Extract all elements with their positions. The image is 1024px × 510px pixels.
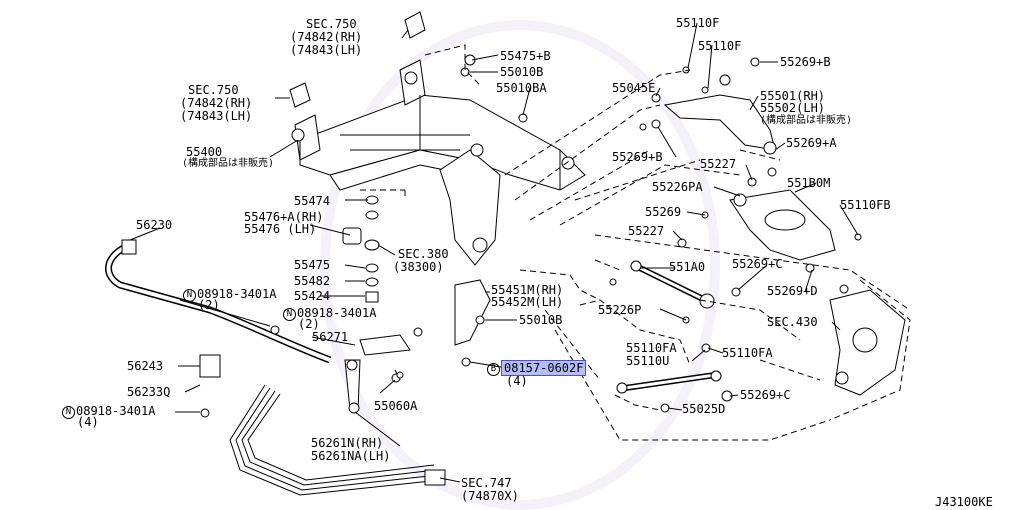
n-badge-icon: N (183, 289, 196, 302)
part-55269d[interactable]: 55269+D (767, 284, 818, 298)
part-55475b[interactable]: 55475+B (500, 49, 551, 63)
part-55110fa-1[interactable]: 55110FA (626, 341, 677, 355)
part-55269[interactable]: 55269 (645, 205, 682, 219)
note-55400: (構成部品は非販売) (182, 158, 275, 169)
part-55110fb[interactable]: 55110FB (840, 198, 891, 212)
part-55269a[interactable]: 55269+A (786, 136, 837, 150)
lower-arm-551b0m (729, 189, 836, 261)
qty-08918-1: (2) (198, 298, 220, 312)
part-55475[interactable]: 55475 (294, 258, 331, 272)
part-55400[interactable]: 55400 (186, 145, 223, 159)
part-56271[interactable]: 56271 (312, 330, 349, 344)
part-55476[interactable]: 55476 (LH) (244, 222, 317, 236)
part-number-08918-3: 08918-3401A (76, 404, 156, 418)
part-55482[interactable]: 55482 (294, 274, 331, 288)
label-38300: (38300) (393, 260, 444, 274)
part-56261na[interactable]: 56261NA(LH) (311, 449, 391, 463)
link-55110u (616, 370, 722, 394)
label-sec380[interactable]: SEC.380 (398, 247, 449, 261)
part-55110fa-2[interactable]: 55110FA (722, 346, 773, 360)
part-55226p[interactable]: 55226P (598, 303, 642, 317)
part-55010b-top[interactable]: 55010B (500, 65, 544, 79)
part-55060a[interactable]: 55060A (374, 399, 418, 413)
qty-08918-2: (2) (298, 317, 320, 331)
label-74870x: (74870X) (461, 489, 519, 503)
label-74842-left: (74842(RH) (180, 96, 253, 110)
mount-column (342, 195, 380, 303)
qty-08157: (4) (506, 374, 528, 388)
label-74842-top: (74842(RH) (290, 30, 363, 44)
part-55226pa[interactable]: 55226PA (652, 180, 703, 194)
n-badge-icon: N (62, 406, 75, 419)
part-55010ba[interactable]: 55010BA (496, 81, 547, 95)
n-badge-icon: N (283, 308, 296, 321)
brackets (344, 279, 491, 414)
leader-lines (129, 22, 859, 483)
part-55269c-1[interactable]: 55269+C (732, 257, 783, 271)
stabilizer-bar (105, 239, 332, 378)
part-55424[interactable]: 55424 (294, 289, 331, 303)
link-551a0 (630, 260, 715, 309)
part-55045e[interactable]: 55045E (612, 81, 656, 95)
fasteners (200, 54, 862, 418)
note-55502: (構成部品は非販売) (760, 115, 853, 126)
label-sec747[interactable]: SEC.747 (461, 476, 512, 490)
label-sec750-top[interactable]: SEC.750 (306, 17, 357, 31)
part-55269c-2[interactable]: 55269+C (740, 388, 791, 402)
part-55110f-2[interactable]: 55110F (698, 39, 742, 53)
qty-08918-3: (4) (77, 415, 99, 429)
part-55474[interactable]: 55474 (294, 194, 331, 208)
subframe-crossmember (289, 11, 586, 266)
part-56243[interactable]: 56243 (127, 359, 164, 373)
part-number-08918-1: 08918-3401A (197, 287, 277, 301)
part-55501[interactable]: 55501(RH) (760, 89, 826, 103)
upper-arm (663, 74, 777, 155)
part-56233q[interactable]: 56233Q (127, 385, 171, 399)
b-badge-icon: B (487, 363, 500, 376)
part-number-08918-2: 08918-3401A (297, 306, 377, 320)
watermark-emblem (320, 20, 720, 510)
knuckle-sec430 (829, 289, 906, 396)
part-55025d[interactable]: 55025D (682, 402, 726, 416)
part-56261n[interactable]: 56261N(RH) (311, 436, 384, 450)
label-74843-left: (74843(LH) (180, 109, 253, 123)
phantom-dashed-lines (360, 44, 911, 441)
part-55269b-mid[interactable]: 55269+B (612, 150, 663, 164)
part-55452m[interactable]: 55452M(LH) (491, 295, 564, 309)
highlighted-part-number: 08157-0602F (501, 360, 587, 376)
label-sec430[interactable]: SEC.430 (767, 315, 818, 329)
part-55269b-top[interactable]: 55269+B (780, 55, 831, 69)
part-55010b-mid[interactable]: 55010B (519, 313, 563, 327)
label-sec750-left[interactable]: SEC.750 (188, 83, 239, 97)
part-551b0m[interactable]: 551B0M (787, 176, 831, 190)
label-74843-top: (74843(LH) (290, 43, 363, 57)
part-55502[interactable]: 55502(LH) (760, 101, 826, 115)
part-55451m[interactable]: 55451M(RH) (491, 283, 564, 297)
diagram-code: J43100KE (935, 495, 993, 509)
part-55476a[interactable]: 55476+A(RH) (244, 210, 324, 224)
part-55227-2[interactable]: 55227 (628, 224, 665, 238)
part-551a0[interactable]: 551A0 (669, 260, 706, 274)
part-55110u[interactable]: 55110U (626, 354, 670, 368)
part-55110f-1[interactable]: 55110F (676, 16, 720, 30)
part-55227-1[interactable]: 55227 (700, 157, 737, 171)
tube-bundle (229, 384, 446, 496)
part-56230[interactable]: 56230 (136, 218, 173, 232)
